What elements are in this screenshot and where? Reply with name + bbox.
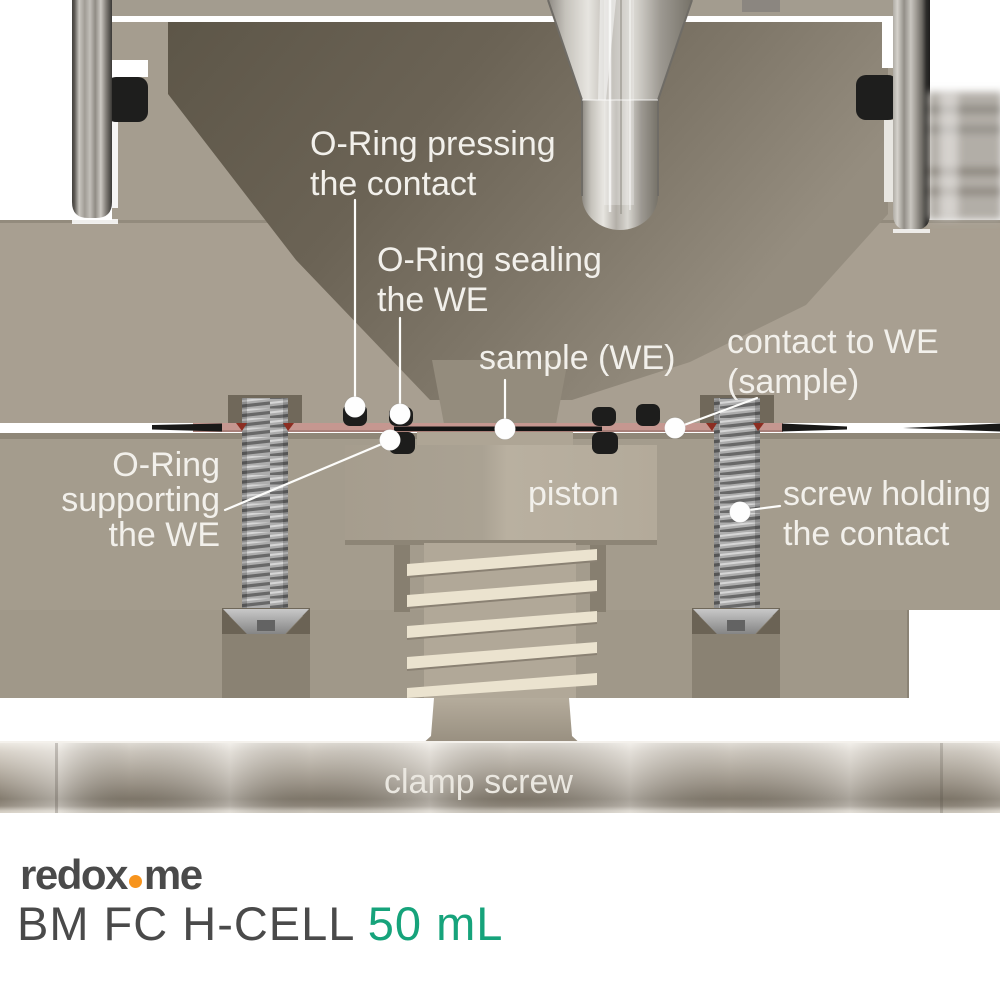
- glass-gap-left: [110, 60, 118, 208]
- glass-o-ring-right: [856, 75, 898, 120]
- o-ring-sealing-right: [592, 407, 616, 426]
- funnel-cavity: [168, 22, 888, 400]
- label-oring-pressing: O-Ring pressing the contact: [310, 124, 556, 204]
- label-oring-sealing: O-Ring sealing the WE: [377, 240, 602, 320]
- cut-line-left: [152, 423, 222, 432]
- cut-line-right: [903, 423, 1000, 432]
- label-line: (sample): [727, 363, 860, 401]
- piston-thread: [406, 543, 598, 698]
- label-line: sample (WE): [479, 339, 676, 377]
- pedestal: [420, 698, 583, 746]
- groove-left: [112, 60, 148, 77]
- holding-screw-left: [242, 398, 288, 608]
- screw-head-right: [692, 608, 780, 698]
- glass-o-ring-left: [106, 77, 148, 122]
- o-ring-pressing-right: [636, 404, 660, 426]
- label-contact-to-we: contact to WE (sample): [727, 322, 939, 402]
- piston-boss: [417, 432, 573, 445]
- glass-seat-line-right: [893, 229, 930, 233]
- label-line: screw holding: [783, 475, 991, 513]
- label-line: O-Ring sealing: [377, 241, 602, 279]
- product-title: BM FC H-CELL 50 mL: [17, 896, 503, 951]
- label-oring-supporting: O-Ring supporting the WE: [0, 448, 220, 553]
- label-clamp-screw: clamp screw: [384, 762, 573, 802]
- glass-tube: [547, 0, 693, 230]
- glass-wall-right: [893, 0, 930, 230]
- label-line: contact to WE: [727, 323, 939, 361]
- screw-head-left: [222, 608, 310, 698]
- product-name: BM FC H-CELL: [17, 897, 354, 950]
- top-flange: [72, 0, 905, 16]
- label-line: O-Ring: [112, 446, 220, 484]
- leader-dots: [344, 396, 751, 523]
- product-volume: 50 mL: [367, 897, 504, 950]
- piston-bottom-shadow: [345, 540, 657, 545]
- label-line: piston: [528, 475, 619, 513]
- label-line: the contact: [310, 165, 477, 203]
- logo-text-left: redox: [20, 851, 128, 898]
- label-line: clamp screw: [384, 763, 573, 801]
- contact-edge-flashes: [236, 423, 764, 431]
- glass-gap-right: [884, 120, 893, 202]
- glass-wall-left: [72, 0, 112, 218]
- top-back-part: [742, 0, 780, 12]
- label-piston: piston: [528, 474, 619, 514]
- funnel-far-wall: [432, 360, 568, 424]
- label-screw-holding: screw holding the contact: [783, 474, 991, 554]
- glass-seat-line-left: [72, 219, 118, 224]
- label-line: the contact: [783, 515, 950, 553]
- label-sample-we: sample (WE): [479, 338, 675, 378]
- o-ring-supporting-right: [592, 432, 618, 454]
- piston-block: [345, 445, 657, 545]
- thread-shadow-left: [394, 545, 410, 612]
- logo-dot: [128, 875, 142, 888]
- label-line: the WE: [377, 281, 489, 319]
- background-knob: [928, 92, 1000, 220]
- label-line: the WE: [108, 516, 220, 554]
- label-line: supporting: [61, 481, 220, 519]
- logo-text-right: me: [143, 851, 203, 898]
- clamp-screw-bar: [0, 741, 1000, 813]
- cut-line-mid-right: [782, 423, 847, 432]
- label-line: O-Ring pressing: [310, 125, 556, 163]
